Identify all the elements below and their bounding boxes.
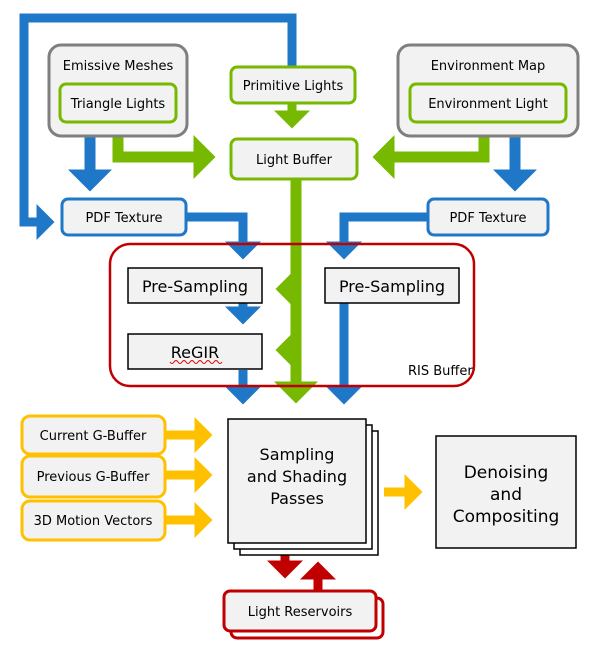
denoising-line1: Denoising [464, 463, 549, 483]
primitive-lights-label: Primitive Lights [243, 79, 344, 94]
triangle-lights-box: Triangle Lights [58, 82, 178, 124]
pdf-texture-right-box: PDF Texture [426, 197, 550, 237]
light-buffer-label: Light Buffer [256, 153, 333, 168]
previous-gbuffer-box: Previous G-Buffer [20, 454, 167, 499]
light-reservoirs-stack: Light Reservoirs [222, 589, 385, 640]
environment-light-box: Environment Light [408, 82, 568, 124]
denoising-box: Denoising and Compositing [435, 435, 577, 549]
pdf-texture-left-label: PDF Texture [85, 211, 162, 226]
current-gbuffer-label: Current G-Buffer [40, 429, 147, 444]
environment-map-label: Environment Map [431, 59, 546, 74]
pdf-texture-right-label: PDF Texture [449, 211, 526, 226]
light-reservoirs-front [222, 589, 378, 633]
triangle-lights-label: Triangle Lights [70, 97, 166, 112]
light-reservoirs-label: Light Reservoirs [248, 605, 353, 620]
denoising-line3: Compositing [453, 507, 560, 527]
pdf-texture-left-box: PDF Texture [60, 197, 188, 237]
presampling-right-box: Pre-Sampling [324, 267, 460, 304]
presampling-left-label: Pre-Sampling [142, 277, 248, 296]
ris-buffer-container [108, 242, 476, 388]
environment-light-label: Environment Light [428, 97, 548, 112]
current-gbuffer-box: Current G-Buffer [20, 414, 167, 456]
emissive-meshes-label: Emissive Meshes [63, 59, 174, 74]
sampling-shading-stack: Sampling and Shading Passes [227, 418, 379, 556]
presampling-left-box: Pre-Sampling [127, 267, 263, 304]
arrow-primitive-to-pdf-left [19, 13, 297, 240]
sampling-shading-front [227, 418, 367, 544]
regir-spellcheck-underline [169, 360, 223, 364]
regir-box: ReGIR [127, 333, 263, 370]
presampling-right-label: Pre-Sampling [339, 277, 445, 296]
previous-gbuffer-label: Previous G-Buffer [37, 470, 150, 485]
arrow-pdf-right-to-presampling [326, 212, 428, 260]
ris-buffer-label: RIS Buffer [408, 364, 473, 379]
primitive-lights-box: Primitive Lights [229, 65, 357, 105]
regir-label: ReGIR [171, 343, 219, 362]
motion-vectors-box: 3D Motion Vectors [20, 499, 167, 542]
motion-vectors-label: 3D Motion Vectors [34, 514, 153, 529]
sampling-line1: Sampling [260, 445, 335, 464]
denoising-line2: and [490, 485, 522, 505]
sampling-line3: Passes [270, 489, 324, 508]
arrow-pdf-left-to-presampling [186, 212, 261, 260]
light-buffer-box: Light Buffer [229, 137, 359, 181]
sampling-line2: and Shading [247, 467, 347, 486]
